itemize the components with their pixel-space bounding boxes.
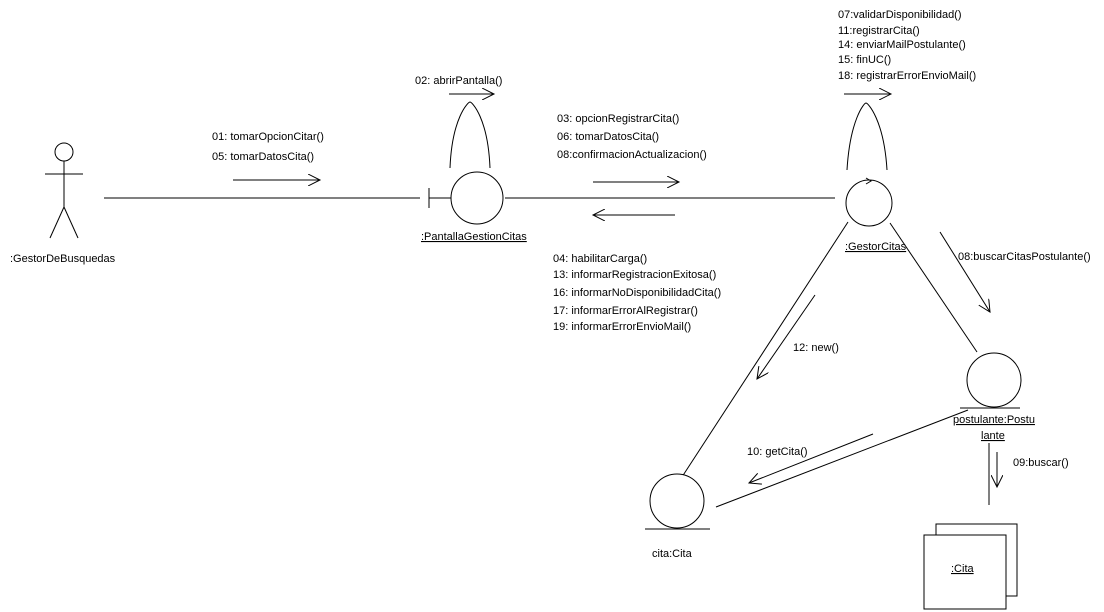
msg-control-self-4: 15: finUC()	[838, 54, 891, 66]
self-loop-boundary	[449, 101, 491, 169]
actor-label: :GestorDeBusquedas	[10, 253, 116, 265]
msg-control-self-1: 07:validarDisponibilidad()	[838, 9, 962, 21]
msg-control-self-3: 14: enviarMailPostulante()	[838, 39, 966, 51]
msg-control-boundary-1: 04: habilitarCarga()	[553, 253, 647, 265]
msg-postulante-collection-1: 09:buscar()	[1013, 457, 1069, 469]
boundary-icon	[428, 171, 504, 225]
control-label: :GestorCitas	[845, 241, 907, 253]
msg-boundary-self-1: 02: abrirPantalla()	[415, 75, 502, 87]
msg-control-boundary-4: 17: informarErrorAlRegistrar()	[553, 305, 698, 317]
control-icon	[845, 177, 893, 227]
postulante-label-2: lante	[981, 430, 1005, 442]
entity-postulante-icon	[960, 352, 1022, 409]
msg-control-boundary-5: 19: informarErrorEnvioMail()	[553, 321, 691, 333]
msg-boundary-control-1: 03: opcionRegistrarCita()	[557, 113, 679, 125]
msg-control-self-2: 11:registrarCita()	[838, 25, 920, 37]
collection-label: :Cita	[951, 563, 975, 575]
boundary-label: :PantallaGestionCitas	[421, 231, 527, 243]
msg-actor-boundary-1: 01: tomarOpcionCitar()	[212, 131, 324, 143]
msg-control-boundary-2: 13: informarRegistracionExitosa()	[553, 269, 716, 281]
msg-boundary-control-2: 06: tomarDatosCita()	[557, 131, 659, 143]
cita-label: cita:Cita	[652, 548, 693, 560]
link-control-postulante	[889, 222, 978, 353]
self-loop-control	[846, 102, 888, 171]
link-control-cita	[679, 221, 849, 481]
msg-boundary-control-3: 08:confirmacionActualizacion()	[557, 149, 707, 161]
postulante-label-1: postulante:Postu	[953, 414, 1035, 426]
arrow-control-postulante	[939, 231, 990, 312]
msg-postulante-cita-1: 10: getCita()	[747, 446, 808, 458]
link-postulante-cita	[715, 409, 969, 508]
actor-gestor-de-busquedas	[45, 142, 83, 239]
msg-control-self-5: 18: registrarErrorEnvioMail()	[838, 70, 976, 82]
multiobject-cita-collection	[923, 523, 1018, 610]
msg-actor-boundary-2: 05: tomarDatosCita()	[212, 151, 314, 163]
msg-control-boundary-3: 16: informarNoDisponibilidadCita()	[553, 287, 721, 299]
arrow-control-cita	[757, 294, 816, 379]
msg-control-cita-1: 12: new()	[793, 342, 839, 354]
entity-cita-icon	[645, 473, 710, 530]
msg-control-postulante-1: 08:buscarCitasPostulante()	[958, 251, 1091, 263]
actor-head	[54, 142, 74, 162]
arrow-postulante-cita	[749, 433, 874, 483]
